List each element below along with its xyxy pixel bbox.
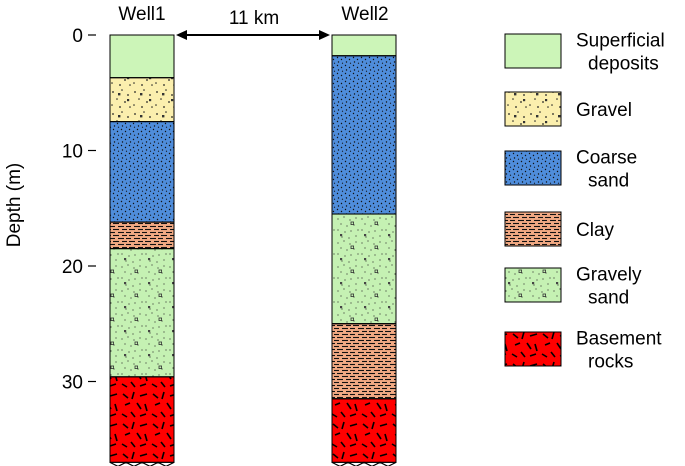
well1-broken-edge [109,461,175,466]
legend-swatch-clay-pattern [504,211,562,247]
depth-tick-label: 10 [62,142,83,163]
legend-swatch-basement-pattern [504,331,562,367]
legend-label: sand [588,171,629,192]
distance-label: 11 km [229,8,279,29]
well1-layer-clay-pattern [109,221,175,250]
well2-layer-gravely_sand-pattern [331,213,397,325]
depth-ticks: 0 10 20 30 [62,26,96,394]
legend: SuperficialdepositsGravelCoarsesandClayG… [504,31,665,373]
well1-title: Well1 [118,4,165,25]
distance-arrow [176,30,330,40]
well2-layer-coarse_sand-pattern [331,55,397,215]
legend-swatch-gravel-pattern [504,91,562,127]
well2-column [331,34,397,466]
legend-label: Gravely [576,265,642,286]
legend-label: Clay [576,220,615,241]
depth-tick-label: 30 [62,373,83,394]
well1-layer-gravely_sand-pattern [109,248,175,378]
well2-layer-clay-pattern [331,323,397,400]
depth-tick-label: 0 [72,26,83,47]
well1-column [109,34,175,466]
legend-label: rocks [588,352,633,373]
well1-layer-basement-pattern [109,376,175,463]
legend-label: Coarse [576,148,637,169]
well2-layer-superficial [331,34,397,57]
legend-swatch-coarse_sand-pattern [504,150,562,186]
well2-layer-basement-pattern [331,398,397,463]
well2-title: Well2 [341,4,388,25]
well1-layer-gravel-pattern [109,77,175,123]
legend-label: Superficial [576,31,665,52]
legend-swatch-superficial [504,33,562,69]
depth-tick-label: 20 [62,257,83,278]
legend-label: Basement [576,329,662,350]
legend-swatch-gravely_sand-pattern [504,267,562,303]
y-axis-label: Depth (m) [4,163,25,247]
well1-layer-superficial [109,34,175,79]
legend-label: Gravel [576,100,632,121]
legend-label: deposits [588,54,659,75]
legend-label: sand [588,288,629,309]
well2-broken-edge [331,461,397,466]
well1-layer-coarse_sand-pattern [109,121,175,223]
